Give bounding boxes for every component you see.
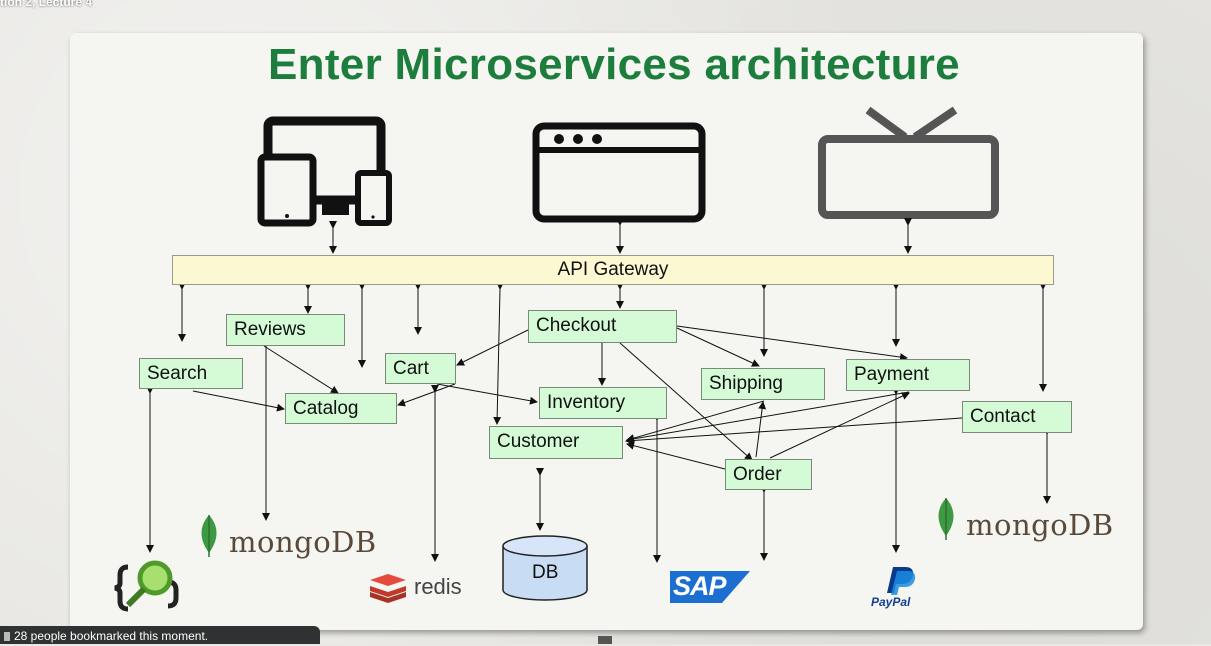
bookmark-icon (4, 632, 10, 641)
service-reviews: Reviews (226, 314, 345, 346)
mongodb-logo-left: mongoDB (229, 525, 377, 559)
mongodb-logo-right: mongoDB (966, 508, 1114, 542)
redis-logo-text: redis (414, 574, 462, 599)
sap-logo-text: SAP (673, 571, 727, 601)
browser-window-icon (532, 122, 706, 223)
tv-icon (818, 106, 999, 219)
service-contact: Contact (962, 401, 1072, 433)
service-inventory: Inventory (539, 387, 667, 419)
paypal-logo-icon (887, 567, 916, 595)
service-cart: Cart (385, 353, 456, 384)
redis-logo-icon (370, 574, 406, 603)
elasticsearch-logo-icon (114, 560, 179, 612)
service-catalog: Catalog (285, 393, 397, 424)
bookmark-notice[interactable]: 28 people bookmarked this moment. (0, 626, 320, 644)
db-cylinder-icon (502, 535, 588, 601)
mongodb-leaf-icon (201, 515, 217, 557)
service-customer: Customer (489, 426, 623, 459)
service-shipping: Shipping (701, 368, 825, 400)
service-order: Order (725, 459, 812, 490)
sap-logo-icon (670, 571, 750, 603)
lecture-label: tion 2, Lecture 4 (0, 0, 93, 9)
video-scrub-handle[interactable] (598, 636, 612, 644)
service-search: Search (139, 358, 243, 389)
api-gateway: API Gateway (172, 255, 1054, 285)
db-label: DB (532, 562, 559, 583)
bookmark-text: 28 people bookmarked this moment. (14, 629, 209, 643)
service-checkout: Checkout (528, 310, 677, 343)
slide-title: Enter Microservices architecture (268, 40, 960, 89)
service-payment: Payment (846, 359, 970, 391)
mongodb-leaf-icon (938, 498, 954, 540)
paypal-logo-text: PayPal (871, 595, 911, 609)
devices-icon (257, 116, 392, 227)
